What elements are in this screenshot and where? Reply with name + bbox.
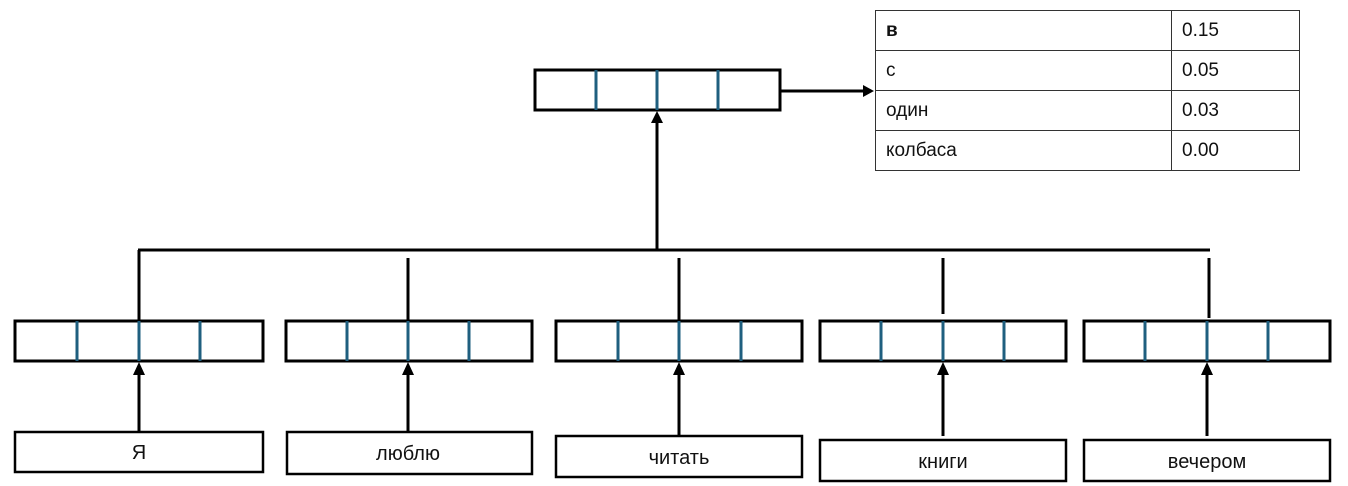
embedding-vector-3 [554, 319, 804, 363]
table-row: один 0.03 [875, 90, 1300, 131]
probability-cell: 0.15 [1171, 10, 1300, 51]
word-label: Я [132, 442, 146, 464]
embedding-vector-2 [284, 319, 534, 363]
word-box-2: люблю [285, 430, 534, 476]
word-label: читать [649, 447, 710, 469]
prediction-table: в 0.15 с 0.05 один 0.03 колбаса 0.00 [875, 10, 1300, 171]
word-box-1: Я [13, 430, 265, 474]
embedding-vector-5 [1082, 319, 1332, 363]
output-vector [533, 68, 782, 112]
embedding-vector-1 [13, 319, 265, 363]
bus-branches [137, 250, 1211, 320]
word-label: вечером [1168, 451, 1246, 473]
word-label: книги [918, 451, 967, 473]
token-cell: колбаса [875, 130, 1172, 171]
embedding-vector-4 [818, 319, 1068, 363]
probability-cell: 0.03 [1171, 90, 1300, 131]
token-cell: с [875, 50, 1172, 91]
output-arrow [780, 85, 874, 97]
table-row: в 0.15 [875, 10, 1300, 51]
word-box-5: вечером [1082, 438, 1332, 483]
token-cell: один [875, 90, 1172, 131]
aggregation-arrow [651, 111, 663, 250]
word-box-4: книги [818, 438, 1068, 483]
table-row: колбаса 0.00 [875, 130, 1300, 171]
word-box-3: читать [554, 434, 804, 479]
probability-cell: 0.00 [1171, 130, 1300, 171]
word-arrows [133, 362, 1213, 436]
token-cell: в [875, 10, 1172, 51]
probability-cell: 0.05 [1171, 50, 1300, 91]
word-label: люблю [376, 443, 440, 465]
table-row: с 0.05 [875, 50, 1300, 91]
